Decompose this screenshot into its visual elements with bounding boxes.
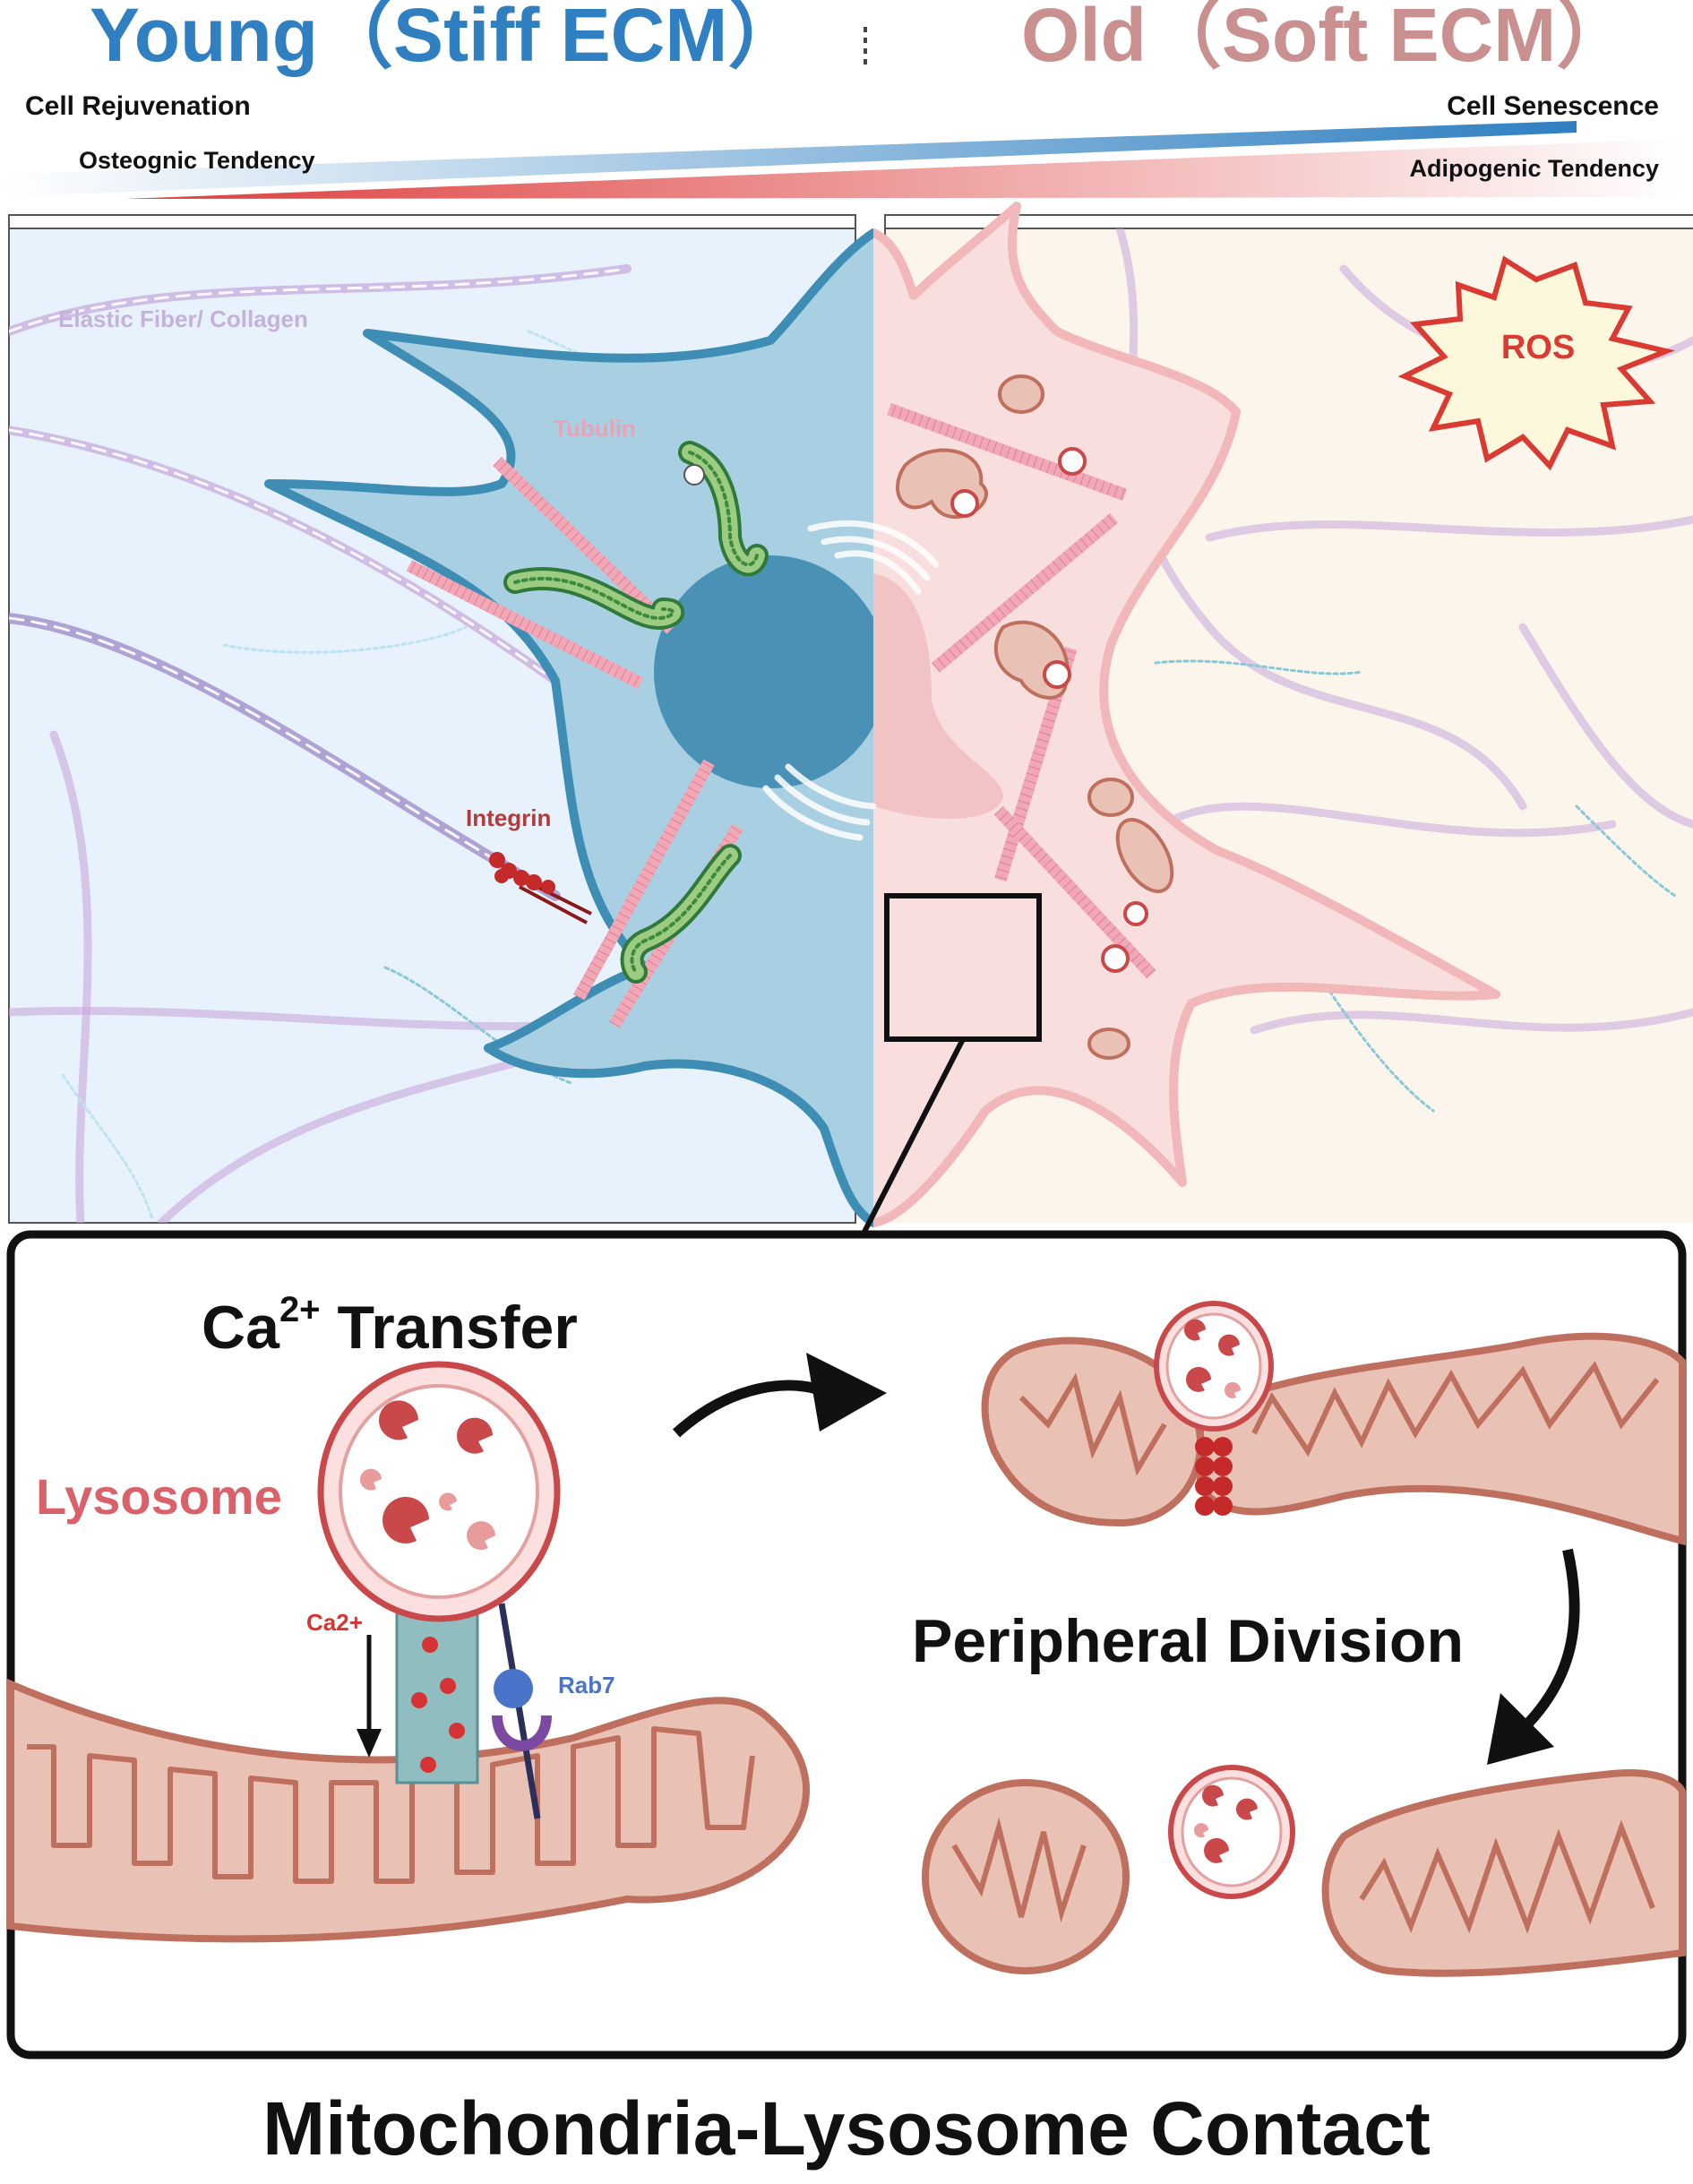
integrin-label: Integrin <box>466 804 551 831</box>
golgi-apparatus <box>762 520 940 841</box>
mitochondrion-fragment-left <box>922 1779 1130 1974</box>
lysosome-contact <box>1154 1301 1274 1432</box>
tubulin-label: Tubulin <box>554 415 636 442</box>
lysosome-large <box>317 1361 561 1622</box>
zoom-connector <box>862 1037 966 1234</box>
nucleus-old <box>873 573 1003 819</box>
rab7-protein <box>494 1669 533 1708</box>
cell-senescence-label: Cell Senescence <box>1447 91 1659 121</box>
ca-transfer-title: Ca2+ Transfer <box>202 1290 578 1362</box>
old-title: Old（Soft ECM） <box>1021 0 1631 77</box>
footer-title: Mitochondria-Lysosome Contact <box>262 2086 1431 2171</box>
lysosome-released <box>1168 1765 1295 1899</box>
process-arrowhead-2 <box>1487 1693 1554 1765</box>
mitochondrion-dividing <box>981 1332 1686 1546</box>
lysosome-label: Lysosome <box>36 1468 282 1525</box>
integrin-cluster <box>489 852 592 924</box>
small-lysosome-young <box>683 464 705 486</box>
calcium-ions <box>411 1637 465 1773</box>
cell-rejuvenation-label: Cell Rejuvenation <box>25 91 251 121</box>
nucleus-young <box>654 555 873 788</box>
ca-flow-arrowhead <box>357 1729 382 1758</box>
adipogenic-tendency-label: Adipogenic Tendency <box>1409 155 1659 182</box>
peripheral-division-label: Peripheral Division <box>912 1607 1464 1675</box>
young-title: Young（Stiff ECM） <box>90 0 803 77</box>
mitochondrion-fragment-right <box>1321 1769 1686 1977</box>
contact-tether <box>395 1593 479 1784</box>
rab7-receptor <box>492 1715 552 1751</box>
osteogenic-tendency-label: Osteognic Tendency <box>79 147 315 174</box>
senescence-gradient-bar <box>0 121 1577 197</box>
fiber-label: Elastic Fiber/ Collagen <box>58 305 308 332</box>
process-arrowhead-1 <box>806 1353 887 1432</box>
process-arrow-2 <box>1518 1548 1580 1733</box>
lysosomes-old <box>950 447 1148 973</box>
osteogenic-gradient-bar <box>125 139 1684 199</box>
ros-burst: ROS <box>1397 255 1675 471</box>
contact-site-cluster <box>1195 1437 1233 1516</box>
mitochondrion-large <box>6 1678 811 1943</box>
ros-label: ROS <box>1501 329 1575 366</box>
rab7-linker <box>498 1603 541 1819</box>
process-arrow-1 <box>672 1380 817 1438</box>
healthy-mitochondria <box>503 441 769 984</box>
rab7-label: Rab7 <box>558 1672 615 1698</box>
ca-label: Ca2+ <box>306 1609 363 1636</box>
header-divider-dots <box>864 27 867 64</box>
